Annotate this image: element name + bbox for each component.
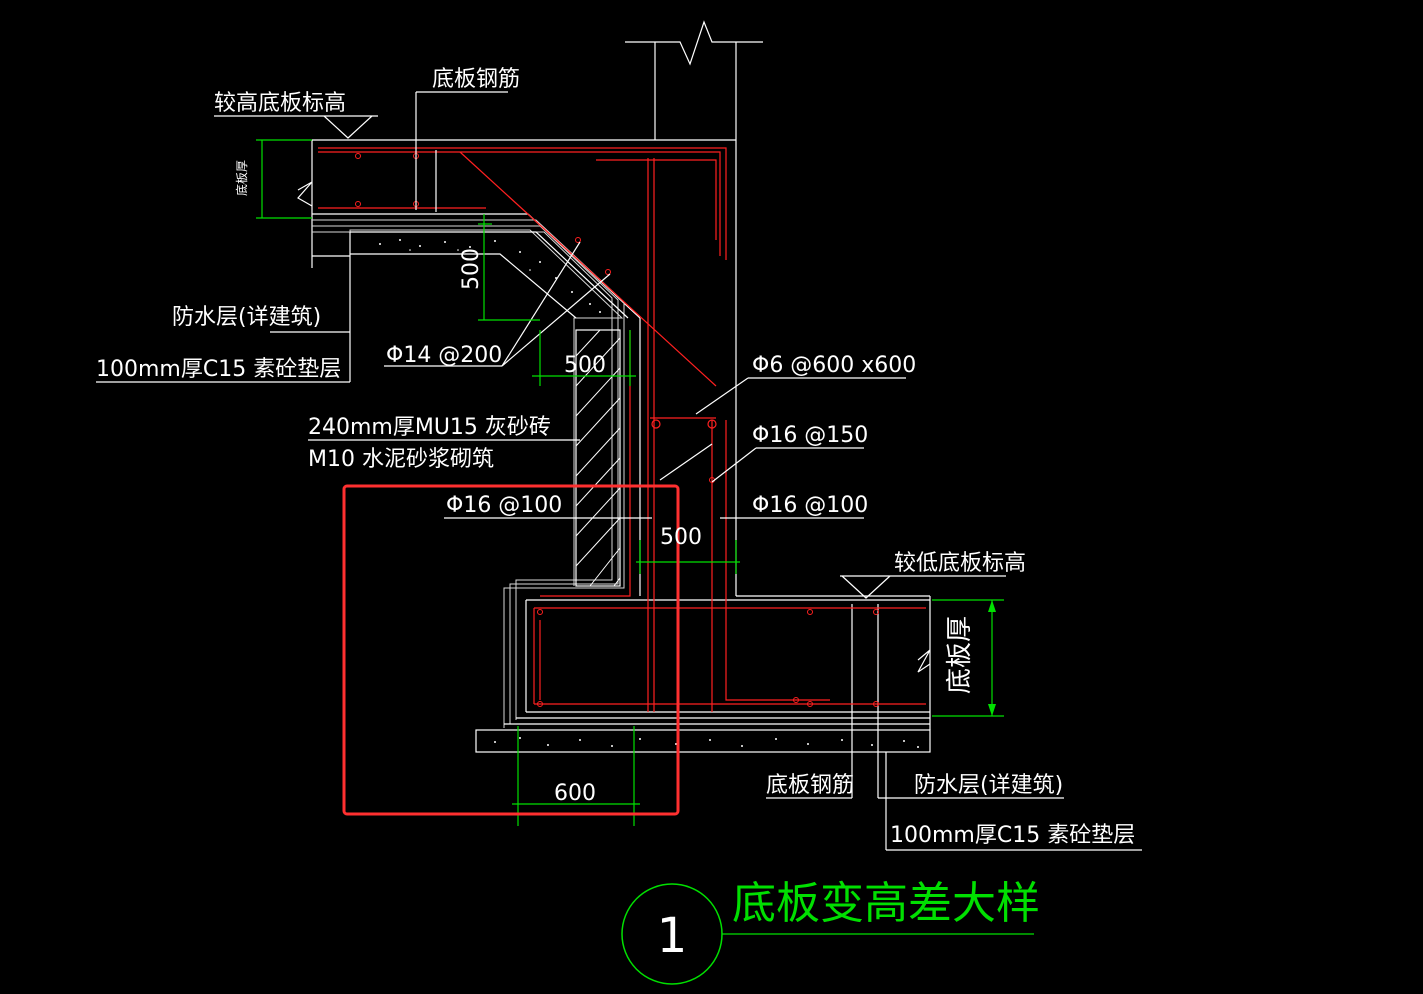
- upper-wall: [625, 20, 763, 140]
- dim-text-500-vertical: 500: [459, 248, 484, 290]
- label-cushion-left: 100mm厚C15 素砼垫层: [96, 357, 341, 382]
- concrete-hatch-upper: [379, 239, 601, 313]
- label-rebar-phi14: Φ14 @200: [386, 343, 502, 368]
- lower-slab-outline: [504, 599, 930, 798]
- detail-title-block: 1 底板变高差大样: [621, 878, 1040, 985]
- label-slab-rebar-top: 底板钢筋: [432, 67, 520, 92]
- rebar-lines: [318, 147, 926, 712]
- dim-slab-thick-small: [256, 139, 312, 219]
- label-upper-elevation: 较高底板标高: [214, 91, 346, 116]
- detail-number: 1: [657, 908, 688, 964]
- dim-text-600: 600: [554, 781, 596, 806]
- dim-500-vertical: [478, 214, 540, 321]
- brick-wall: [575, 329, 621, 587]
- label-rebar-phi16-150: Φ16 @150: [752, 423, 868, 448]
- detail-title: 底板变高差大样: [732, 878, 1040, 929]
- highlight-box[interactable]: [342, 484, 680, 816]
- label-brick-line2: M10 水泥砂浆砌筑: [308, 447, 494, 472]
- dim-text-500-lower: 500: [660, 525, 702, 550]
- label-brick-line1: 240mm厚MU15 灰砂砖: [308, 415, 551, 440]
- label-slab-thick-large: 底板厚: [945, 616, 975, 694]
- cushion-lower: [475, 729, 931, 850]
- dim-500-lower: [636, 540, 740, 574]
- label-rebar-phi16-100-left: Φ16 @100: [446, 493, 562, 518]
- label-slab-rebar-bottom: 底板钢筋: [766, 773, 854, 798]
- lower-elevation-marker: [840, 575, 1006, 599]
- upper-slab-outline: [297, 139, 931, 730]
- dim-500-upper: [532, 330, 636, 386]
- label-rebar-phi16-100-right: Φ16 @100: [752, 493, 868, 518]
- label-slab-thick-small: 底板厚: [234, 160, 249, 196]
- dim-text-500-upper: 500: [564, 353, 606, 378]
- label-waterproof-left: 防水层(详建筑): [172, 305, 321, 330]
- label-lower-elevation: 较低底板标高: [894, 551, 1026, 576]
- label-rebar-phi6: Φ6 @600 x600: [752, 353, 916, 378]
- dim-slab-thick-large: [917, 599, 1004, 717]
- label-waterproof-right: 防水层(详建筑): [914, 773, 1063, 798]
- upper-elevation-marker: [214, 115, 378, 139]
- dim-600: [512, 726, 640, 826]
- leader-lines: [96, 91, 1142, 851]
- label-cushion-right: 100mm厚C15 素砼垫层: [890, 823, 1135, 848]
- cushion-upper: [312, 231, 629, 382]
